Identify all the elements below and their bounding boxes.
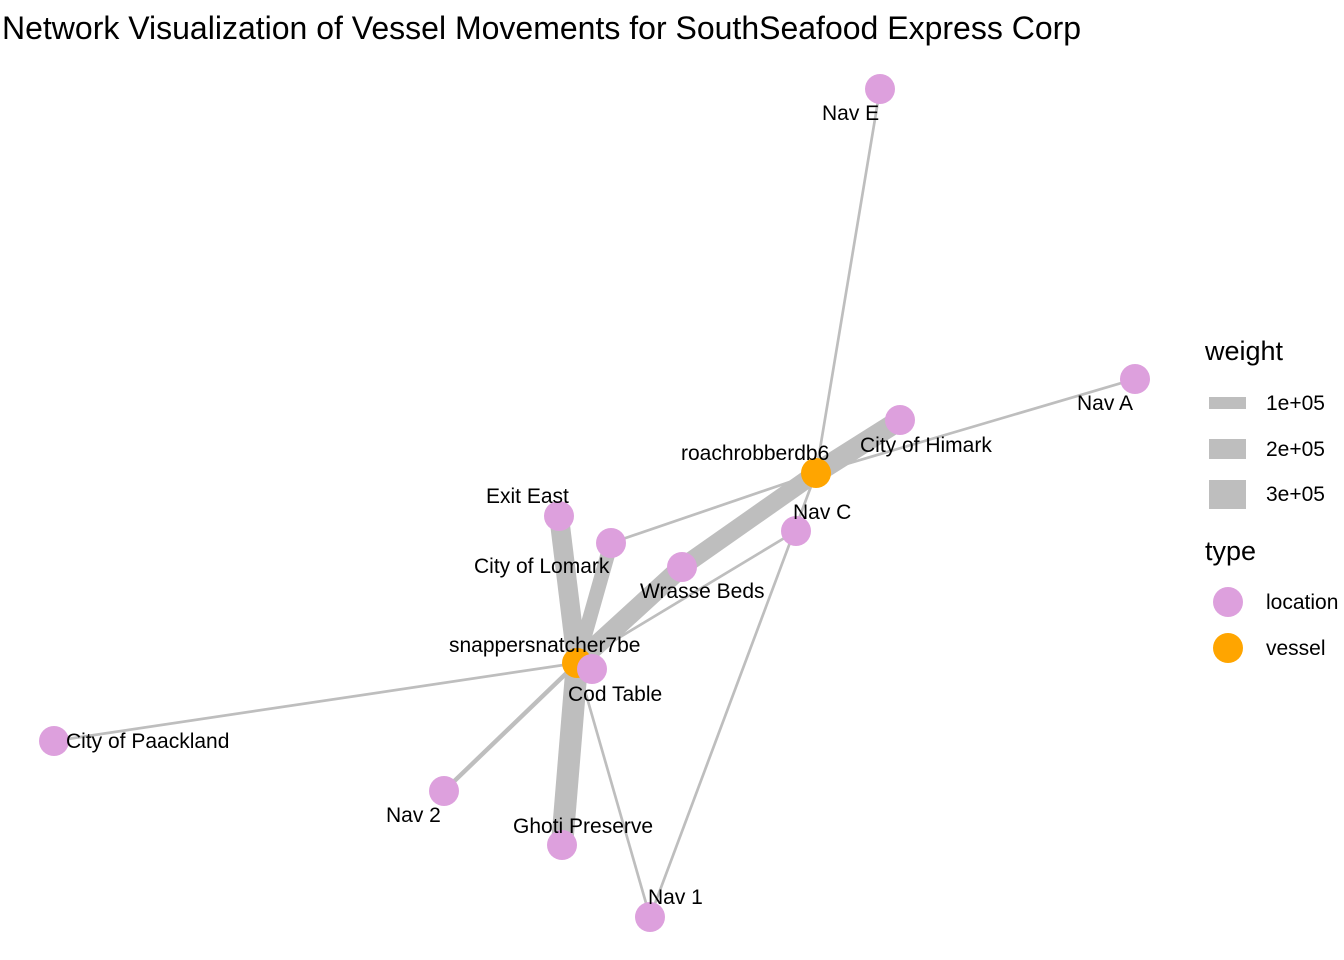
legend-weight-title: weight [1205,336,1284,366]
node-label-city-of-lomark: City of Lomark [474,555,610,578]
node-exit-east [544,501,574,531]
edges-layer [53,88,1136,918]
node-nav-e [865,74,895,104]
node-city-of-lomark [596,528,626,558]
legend-weight-key-2 [1209,439,1246,459]
node-nav-2 [429,776,459,806]
node-label-cod-table: Cod Table [568,683,662,706]
chart-title: Network Visualization of Vessel Movement… [2,10,1082,46]
legend-weight-label-1: 1e+05 [1266,392,1325,415]
edge-roachrobberdb6-wrasse-beds [676,465,822,575]
node-label-nav-2: Nav 2 [386,804,441,827]
nodes-layer [39,74,1150,932]
node-roachrobberdb6 [801,458,831,488]
edge-roachrobberdb6-nav-1 [648,472,818,918]
edge-roachrobberdb6-nav-a [815,377,1136,475]
node-city-of-paackland [39,726,69,756]
node-label-nav-e: Nav E [822,102,879,125]
node-label-roachrobberdb6: roachrobberdb6 [681,442,829,465]
legend-weight-key-1 [1209,397,1246,409]
edge-snappersnatcher7be-nav-c [576,529,797,665]
node-nav-a [1120,364,1150,394]
legend-weight-label-3: 3e+05 [1266,483,1325,506]
legend-vessel-dot [1213,633,1243,663]
node-label-exit-east: Exit East [486,485,569,508]
node-label-city-of-paackland: City of Paackland [66,730,229,753]
node-wrasse-beds [667,552,697,582]
node-label-snappersnatcher7be: snappersnatcher7be [449,634,640,657]
edge-snappersnatcher7be-nav-2 [442,661,579,793]
node-label-nav-1: Nav 1 [648,886,703,909]
edge-snappersnatcher7be-ghoti-preserve [550,662,589,846]
labels-layer: Nav E Nav A City of Himark roachrobberdb6Na… [66,102,1133,909]
edge-snappersnatcher7be-nav-1 [575,662,652,918]
legend-vessel-label: vessel [1266,637,1326,660]
edge-roachrobberdb6-city-of-lomark [610,471,817,545]
edge-snappersnatcher7be-wrasse-beds [570,559,689,671]
node-label-city-of-himark: City of Himark [860,434,992,457]
node-label-ghoti-preserve: Ghoti Preserve [513,815,653,838]
node-nav-c [781,516,811,546]
node-city-of-himark [885,405,915,435]
node-nav-1 [635,902,665,932]
node-cod-table [577,654,607,684]
node-label-nav-a: Nav A [1077,392,1133,415]
legend-location-label: location [1266,591,1339,614]
edge-roachrobberdb6-nav-e [814,88,882,474]
legend-location-dot [1213,587,1243,617]
node-label-wrasse-beds: Wrasse Beds [640,580,765,603]
node-ghoti-preserve [547,830,577,860]
legend-weight-key-3 [1209,480,1246,509]
node-label-nav-c: Nav C [793,501,851,524]
edge-snappersnatcher7be-city-of-lomark [569,541,619,665]
edge-snappersnatcher7be-city-of-paackland [53,661,578,743]
edge-roachrobberdb6-city-of-himark [810,411,906,482]
legend-weight-label-2: 2e+05 [1266,438,1325,461]
legend-type-title: type [1205,536,1257,566]
edge-snappersnatcher7be-exit-east [549,514,587,665]
